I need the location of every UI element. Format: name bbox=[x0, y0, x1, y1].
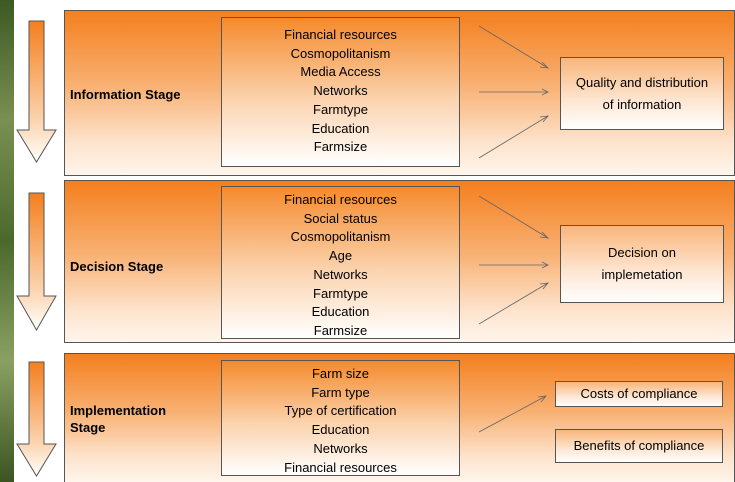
factor-item: Education bbox=[311, 422, 370, 438]
factor-item: Financial resources bbox=[284, 192, 397, 207]
factor-item: Financial resources bbox=[284, 459, 397, 475]
factor-item: Networks bbox=[313, 440, 368, 456]
factor-item: Networks bbox=[313, 266, 368, 282]
outcome-line: of information bbox=[602, 96, 682, 112]
connector-lines-stage-1 bbox=[478, 25, 550, 159]
factor-item: Cosmopolitanism bbox=[290, 45, 391, 61]
stage-label-implementation: Implementation Stage bbox=[70, 402, 166, 436]
down-arrow-icon bbox=[16, 361, 57, 477]
connector-lines-stage-2 bbox=[478, 195, 550, 325]
factor-item: Farm size bbox=[311, 366, 370, 381]
factor-item: Education bbox=[311, 304, 370, 320]
outcome-box-benefits: Benefits of compliance bbox=[555, 429, 723, 463]
factor-item: Networks bbox=[313, 83, 368, 99]
outcome-box-decision: Decision on implemetation bbox=[560, 225, 724, 303]
stage-label-decision: Decision Stage bbox=[70, 259, 164, 274]
connector-lines-stage-3 bbox=[478, 395, 547, 433]
factor-item: Cosmopolitanism bbox=[290, 229, 391, 245]
factor-box-decision: Financial resources Social status Cosmop… bbox=[221, 186, 460, 339]
factor-item: Education bbox=[311, 120, 370, 136]
stage-label-line: Stage bbox=[70, 420, 106, 435]
factor-item: Farmtype bbox=[313, 285, 368, 301]
outcome-line: Quality and distribution bbox=[575, 74, 709, 90]
factor-item: Farmtype bbox=[313, 101, 368, 117]
down-arrow-icon bbox=[16, 20, 57, 163]
factor-item: Financial resources bbox=[284, 27, 397, 42]
factor-box-implementation: Farm size Farm type Type of certificatio… bbox=[221, 360, 460, 476]
left-background-strip bbox=[0, 0, 14, 482]
factor-item: Farmsize bbox=[313, 139, 368, 155]
outcome-line: implemetation bbox=[601, 267, 683, 282]
factor-item: Social status bbox=[303, 210, 378, 226]
factor-item: Age bbox=[328, 248, 353, 264]
outcome-label: Costs of compliance bbox=[580, 386, 698, 401]
factor-item: Media Access bbox=[300, 64, 381, 80]
factor-item: Farmsize bbox=[313, 322, 368, 338]
factor-item: Farm type bbox=[311, 384, 370, 400]
outcome-label: Benefits of compliance bbox=[573, 438, 705, 453]
outcome-box-information: Quality and distribution of information bbox=[560, 57, 724, 130]
outcome-box-costs: Costs of compliance bbox=[555, 381, 723, 407]
factor-item: Type of certification bbox=[284, 403, 397, 419]
stage-label-information: Information Stage bbox=[70, 87, 181, 102]
outcome-line: Decision on bbox=[608, 245, 676, 260]
down-arrow-icon bbox=[16, 192, 57, 332]
factor-box-information: Financial resources Cosmopolitanism Medi… bbox=[221, 17, 460, 167]
stage-label-line: Implementation bbox=[70, 403, 167, 418]
